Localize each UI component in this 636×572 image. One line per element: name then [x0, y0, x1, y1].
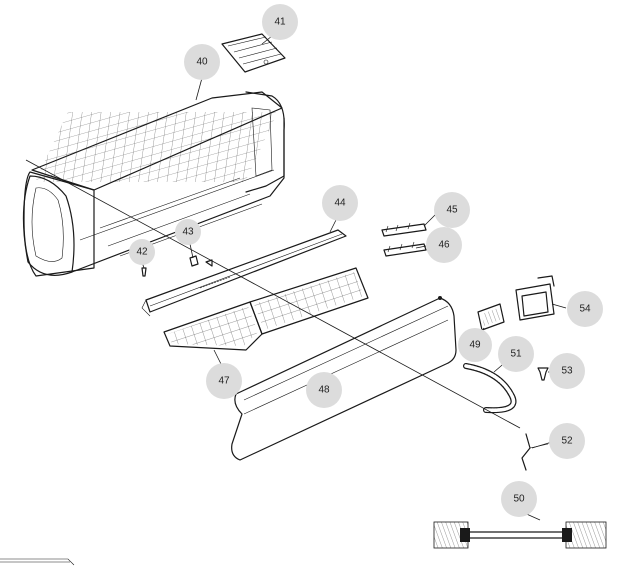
bottom-left-line	[0, 558, 75, 566]
callout-47: 47	[206, 363, 242, 399]
callout-52: 52	[549, 423, 585, 459]
part-drain-hose	[463, 363, 517, 414]
callout-48-label: 48	[318, 385, 330, 396]
callout-52-label: 52	[561, 436, 573, 447]
part-clip-upper	[381, 222, 427, 237]
callout-51: 51	[498, 336, 534, 372]
part-screw-43	[189, 255, 213, 267]
part-clip-lower	[383, 241, 427, 257]
callout-45: 45	[434, 192, 470, 228]
callout-40: 40	[184, 44, 220, 80]
part-top-grille-panel	[221, 33, 286, 73]
callout-43: 43	[175, 219, 201, 245]
callout-51-label: 51	[510, 349, 522, 360]
callout-41: 41	[262, 4, 298, 40]
callout-46-label: 46	[438, 240, 450, 251]
callout-53-label: 53	[561, 366, 573, 377]
callout-42: 42	[129, 239, 155, 265]
callout-49: 49	[458, 328, 492, 362]
callout-54-label: 54	[579, 304, 591, 315]
part-display-board	[477, 303, 505, 331]
callout-50: 50	[501, 481, 537, 517]
callout-44-label: 44	[334, 198, 346, 209]
part-wiring-harness	[433, 521, 607, 549]
callout-43-label: 43	[182, 227, 194, 238]
callout-50-label: 50	[513, 494, 525, 505]
part-sensor-wire	[521, 433, 549, 471]
callout-47-label: 47	[218, 376, 230, 387]
part-screw-53	[537, 367, 549, 381]
callout-41-label: 41	[274, 17, 286, 28]
part-control-box	[515, 275, 555, 321]
part-front-strip	[141, 229, 347, 317]
callout-49-label: 49	[469, 340, 481, 351]
callout-53: 53	[549, 353, 585, 389]
part-air-filters	[163, 267, 369, 351]
part-front-panel	[231, 296, 457, 461]
leader-lines	[25, 35, 567, 521]
callout-45-label: 45	[446, 205, 458, 216]
callout-54: 54	[567, 291, 603, 327]
part-indoor-unit-body	[22, 91, 285, 277]
callout-40-label: 40	[196, 57, 208, 68]
callout-42-label: 42	[136, 247, 148, 258]
part-screw-42	[141, 267, 147, 277]
callout-48: 48	[306, 372, 342, 408]
callout-46: 46	[426, 227, 462, 263]
callout-44: 44	[322, 185, 358, 221]
